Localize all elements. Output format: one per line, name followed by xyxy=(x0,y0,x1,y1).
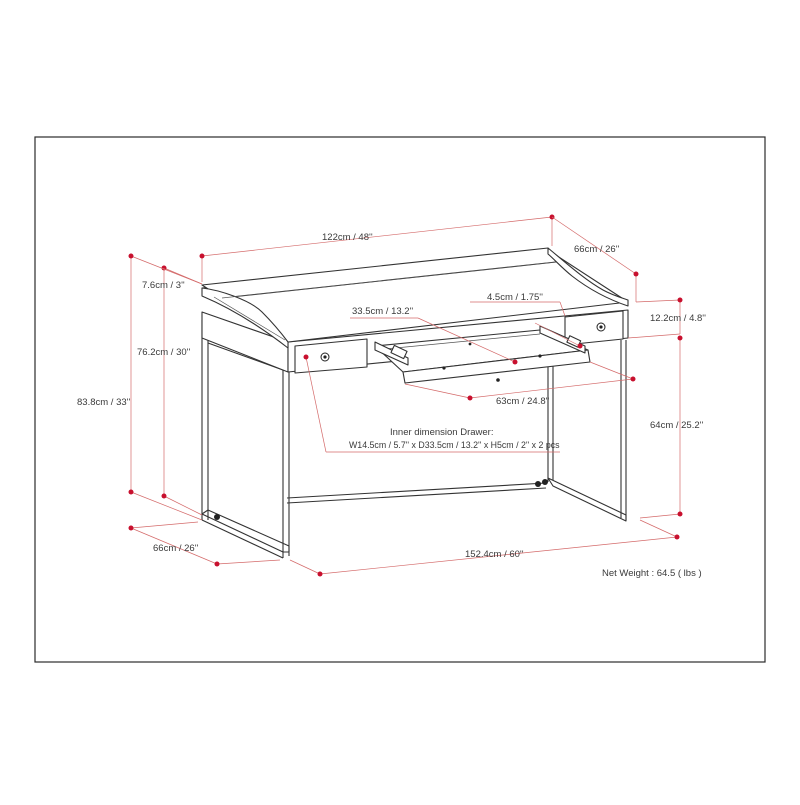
label-top-depth: 66cm / 26'' xyxy=(574,244,620,255)
label-knee-clearance: 64cm / 25.2'' xyxy=(650,420,703,431)
label-keyboard-depth: 33.5cm / 13.2'' xyxy=(352,306,413,317)
drawer-note-title: Inner dimension Drawer: xyxy=(390,427,494,438)
desk-illustration xyxy=(201,247,629,559)
label-desk-height: 76.2cm / 30'' xyxy=(137,347,190,358)
label-drawer-offset: 4.5cm / 1.75'' xyxy=(487,292,543,303)
right-drawer xyxy=(564,310,624,346)
drawer-note-detail: W14.5cm / 5.7'' x D33.5cm / 13.2'' x H5c… xyxy=(349,440,560,450)
label-base-width: 152.4cm / 60'' xyxy=(465,549,524,560)
drawer-note: Inner dimension Drawer: W14.5cm / 5.7'' … xyxy=(349,427,560,450)
left-drawer xyxy=(294,338,368,374)
dimension-labels: 122cm / 48'' 66cm / 26'' 7.6cm / 3'' 4.5… xyxy=(77,232,706,560)
label-keyboard-width: 63cm / 24.8'' xyxy=(496,396,549,407)
label-top-width: 122cm / 48'' xyxy=(322,232,373,243)
dimension-lines xyxy=(128,214,683,577)
label-base-depth: 66cm / 26'' xyxy=(153,543,199,554)
diagram-frame xyxy=(34,136,766,663)
label-hutch-height: 7.6cm / 3'' xyxy=(142,280,185,291)
label-total-height: 83.8cm / 33'' xyxy=(77,397,130,408)
net-weight: Net Weight : 64.5 ( lbs ) xyxy=(602,568,702,579)
label-apron-height: 12.2cm / 4.8'' xyxy=(650,313,706,324)
